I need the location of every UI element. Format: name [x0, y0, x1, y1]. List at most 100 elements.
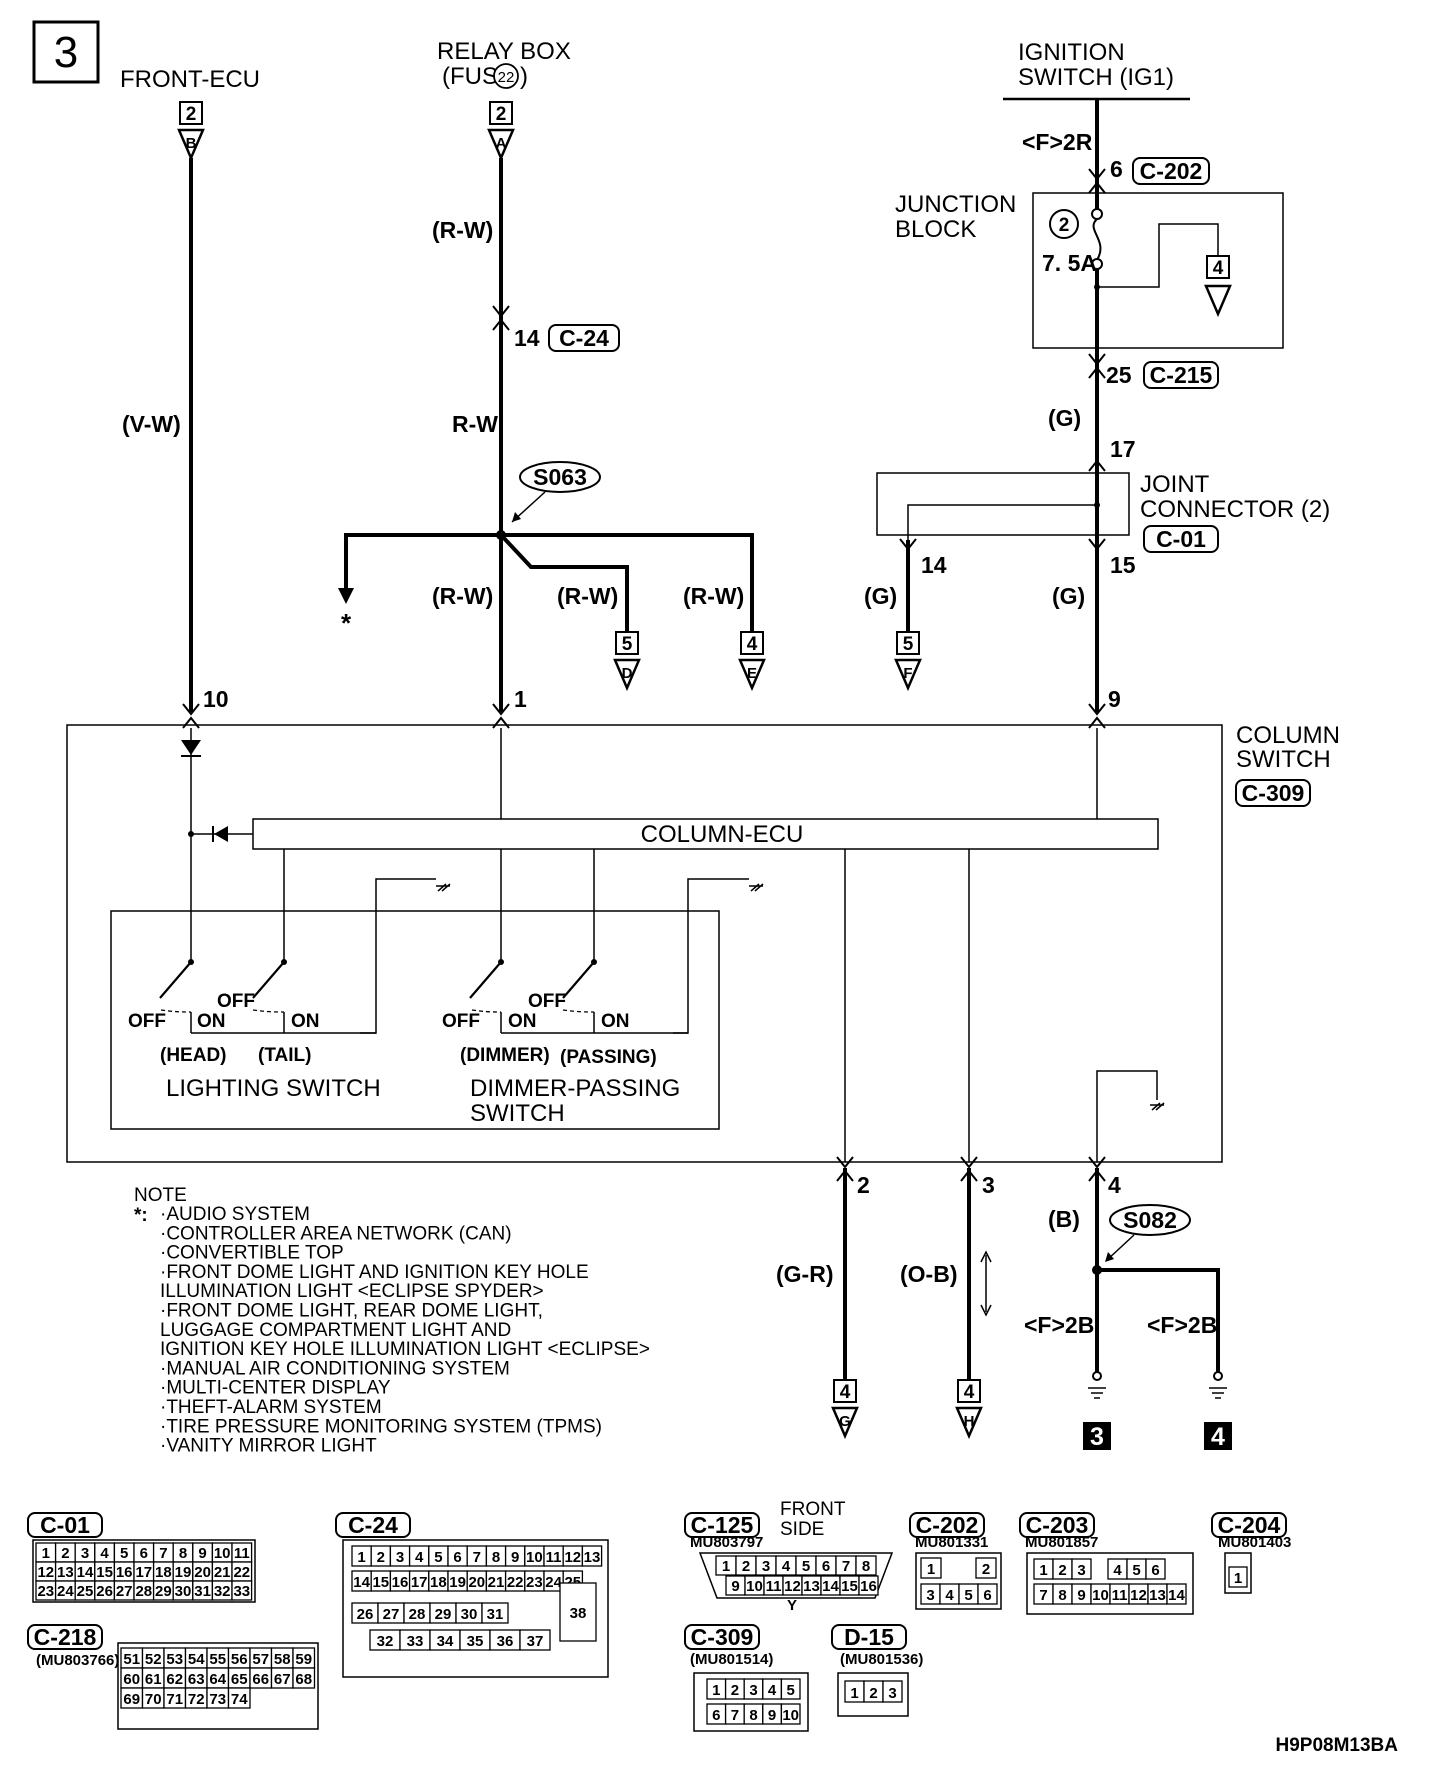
pin-cell: 4 [415, 1549, 424, 1566]
page-number-box [32, 20, 100, 84]
pin-cell: 33 [407, 1633, 424, 1650]
pin-cell: 74 [231, 1691, 248, 1708]
pin-cell: 1 [1039, 1562, 1047, 1579]
pin-cell-box [975, 1557, 997, 1579]
c01-pin-14: 14 [921, 552, 947, 578]
pin-cell: 32 [377, 1633, 394, 1650]
connector-outline [1224, 1552, 1252, 1594]
branch-e-connector-box [740, 631, 764, 655]
switch-group-box [110, 910, 720, 1130]
pin-cell: 4 [782, 1558, 791, 1575]
lighting-switch-label: LIGHTING SWITCH [166, 1075, 381, 1102]
drawing-id: H9P08M13BA [1276, 1735, 1399, 1756]
pin-cell: 17 [135, 1564, 152, 1581]
pin-cell: 20 [194, 1564, 211, 1581]
connector-outline [117, 1642, 319, 1730]
ground-4: 4 [1211, 1423, 1225, 1451]
pin-cell: 27 [116, 1583, 133, 1600]
c01-pin-17: 17 [1110, 436, 1136, 462]
tail-switch [252, 959, 287, 1033]
out-3-wire-label: (O-B) [900, 1261, 957, 1287]
pin-cell: 8 [749, 1707, 757, 1724]
branch-d-connector-box [615, 631, 639, 655]
dimmer-ground-wire [673, 878, 749, 1034]
pin-cell: 11 [234, 1545, 250, 1562]
pin-cell: 10 [214, 1545, 231, 1562]
connector-outline [698, 1552, 894, 1599]
front-ecu-label: FRONT-ECU [120, 66, 260, 93]
passing-off-label: OFF [528, 991, 566, 1012]
pin-cell: 16 [116, 1564, 133, 1581]
note-item: ·CONVERTIBLE TOP [160, 1243, 344, 1264]
junction-connector: 4 [1213, 258, 1224, 279]
pin-cell: 34 [437, 1633, 454, 1650]
note-item: ·MULTI-CENTER DISPLAY [160, 1378, 391, 1399]
front-ecu-connector: 2 [186, 104, 197, 125]
pin-cell: 13 [803, 1578, 820, 1595]
s063-splice-badge [519, 461, 601, 493]
pin-cell: 54 [188, 1651, 205, 1668]
pin-cell: 30 [175, 1583, 192, 1600]
pin-cell: 8 [179, 1545, 187, 1562]
head-on-label: ON [197, 1011, 226, 1032]
passing-on-label: ON [601, 1011, 630, 1032]
pin-cell: 2 [377, 1549, 385, 1566]
branch-h-pin: H [964, 1413, 975, 1430]
connector-view-name: C-203 [1026, 1512, 1089, 1538]
pin-cell: 12 [37, 1564, 54, 1581]
pin-cell: 6 [140, 1545, 148, 1562]
pin-cell: 55 [209, 1651, 226, 1668]
pin-cell: 68 [295, 1671, 312, 1688]
c309-connector-badge [1235, 779, 1311, 807]
ground-right-symbol [1209, 1371, 1227, 1399]
pin-cell: 8 [862, 1558, 870, 1575]
connector-key: Y [787, 1597, 797, 1614]
connector-view-name: C-309 [691, 1624, 754, 1650]
pin-cell: 19 [449, 1574, 466, 1591]
pin-cell: 13 [584, 1549, 601, 1566]
pin-cell-box [227, 1687, 251, 1709]
fuse-element [1092, 218, 1102, 261]
pin-cell-box [1071, 1558, 1092, 1580]
branch-f-pin: F [903, 665, 912, 682]
connector-outline [32, 1539, 256, 1603]
passing-switch [562, 959, 597, 1033]
pin-cell: 4 [1113, 1562, 1122, 1579]
pin-cell: 16 [392, 1574, 409, 1591]
pin-cell: 21 [488, 1574, 505, 1591]
connector-view-badge [831, 1624, 907, 1650]
pin-cell: 2 [742, 1558, 750, 1575]
pin-cell: 18 [430, 1574, 447, 1591]
c215-connector-badge [1143, 361, 1219, 389]
branch-star-arrow [338, 588, 354, 604]
pin-cell-box [920, 1557, 942, 1579]
pin-cell-box [481, 1602, 509, 1624]
pin-cell: 12 [564, 1549, 581, 1566]
out-pin-2: 2 [857, 1172, 870, 1198]
pin-cell: 3 [762, 1558, 770, 1575]
dimmer-switch [469, 959, 688, 1034]
pin-cell-box [519, 1629, 551, 1651]
diode-ecu-body [214, 826, 228, 842]
column-switch-label: COLUMN [1236, 722, 1340, 749]
connector-view-name: C-01 [40, 1512, 90, 1538]
connector-part-number: MU803797 [690, 1534, 763, 1551]
pin-cell: 14 [77, 1564, 94, 1581]
pin-cell: 10 [782, 1707, 799, 1724]
note-item: IGNITION KEY HOLE ILLUMINATION LIGHT <EC… [160, 1339, 650, 1360]
head-switch [159, 959, 376, 1034]
pin-cell: 19 [175, 1564, 192, 1581]
pin-cell: 13 [1149, 1587, 1166, 1604]
pin-cell: 35 [467, 1633, 484, 1650]
pin-cell: 5 [120, 1545, 128, 1562]
pin-cell: 2 [1058, 1562, 1066, 1579]
pin-cell: 23 [526, 1574, 543, 1591]
pin-10-chevron-2 [182, 717, 200, 729]
pin-cell: 4 [945, 1587, 954, 1604]
connector-view-name: C-204 [1218, 1512, 1281, 1538]
pin-cell: 7 [159, 1545, 167, 1562]
front-ecu-pin: B [186, 135, 197, 152]
pin-cell: 1 [42, 1545, 50, 1562]
branch-g-connector: 4 [840, 1382, 851, 1403]
note-block: NOTE *: ·AUDIO SYSTEM·CONTROLLER AREA NE… [134, 1185, 650, 1457]
